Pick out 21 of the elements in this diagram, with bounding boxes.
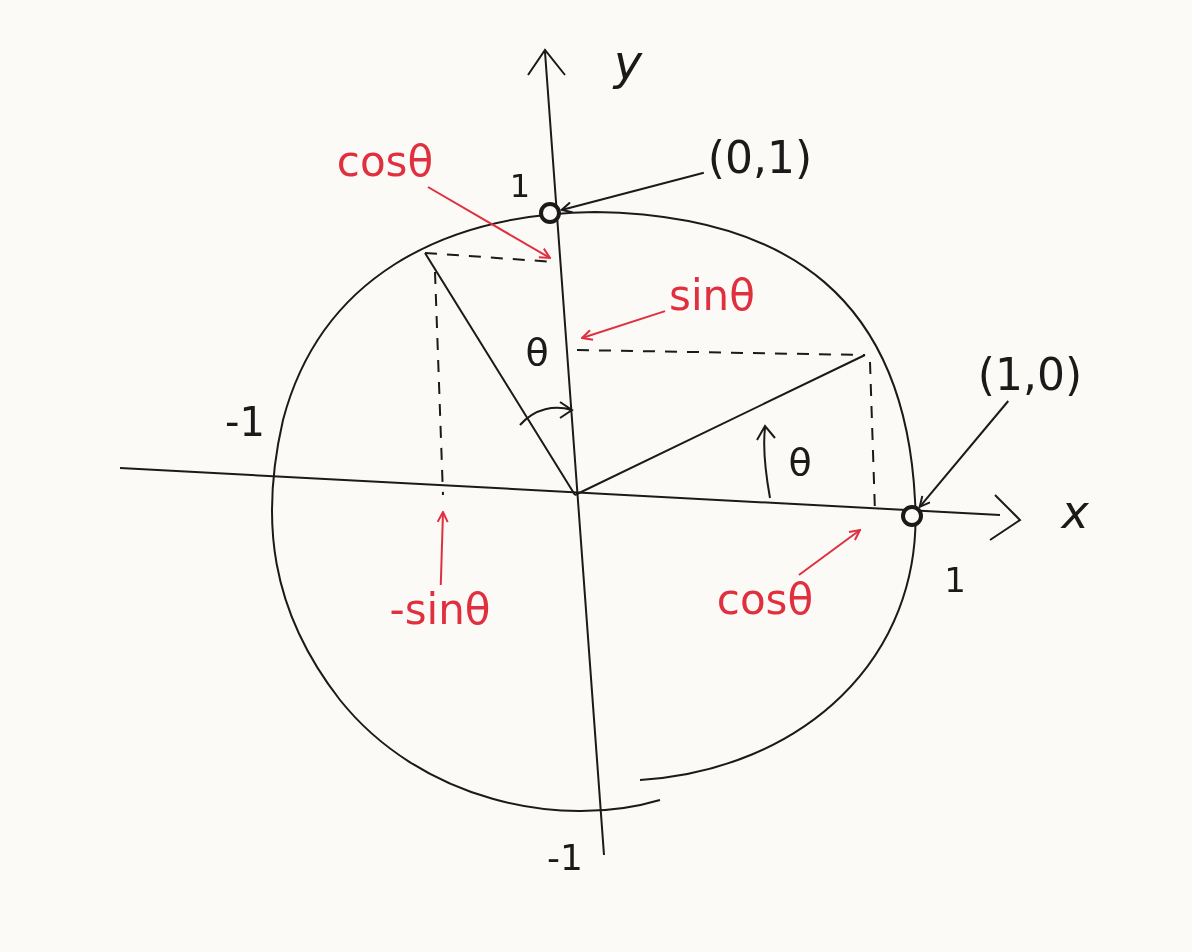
axis-label: x <box>1061 489 1089 535</box>
arrow <box>581 310 667 341</box>
axis-value: θ <box>525 333 549 371</box>
axis-value: 1 <box>944 563 966 597</box>
arrow <box>436 511 449 586</box>
annotation-label: sinθ <box>669 275 755 317</box>
axis-value: 1 <box>509 170 531 202</box>
coordinate-label: (1,0) <box>977 353 1083 397</box>
coordinate-label: (0,1) <box>707 136 813 180</box>
annotation-label: -sinθ <box>389 589 491 631</box>
axis-value: -1 <box>225 402 265 442</box>
arrow <box>797 529 861 576</box>
point-marker <box>901 505 923 527</box>
point-marker <box>539 202 561 224</box>
annotation-label: cosθ <box>336 141 434 183</box>
annotation-label: cosθ <box>716 579 814 621</box>
arrow <box>426 186 551 259</box>
axis-value: θ <box>788 443 812 481</box>
axis-value: -1 <box>547 840 583 876</box>
arrow <box>560 171 705 214</box>
arrow <box>918 400 1010 508</box>
